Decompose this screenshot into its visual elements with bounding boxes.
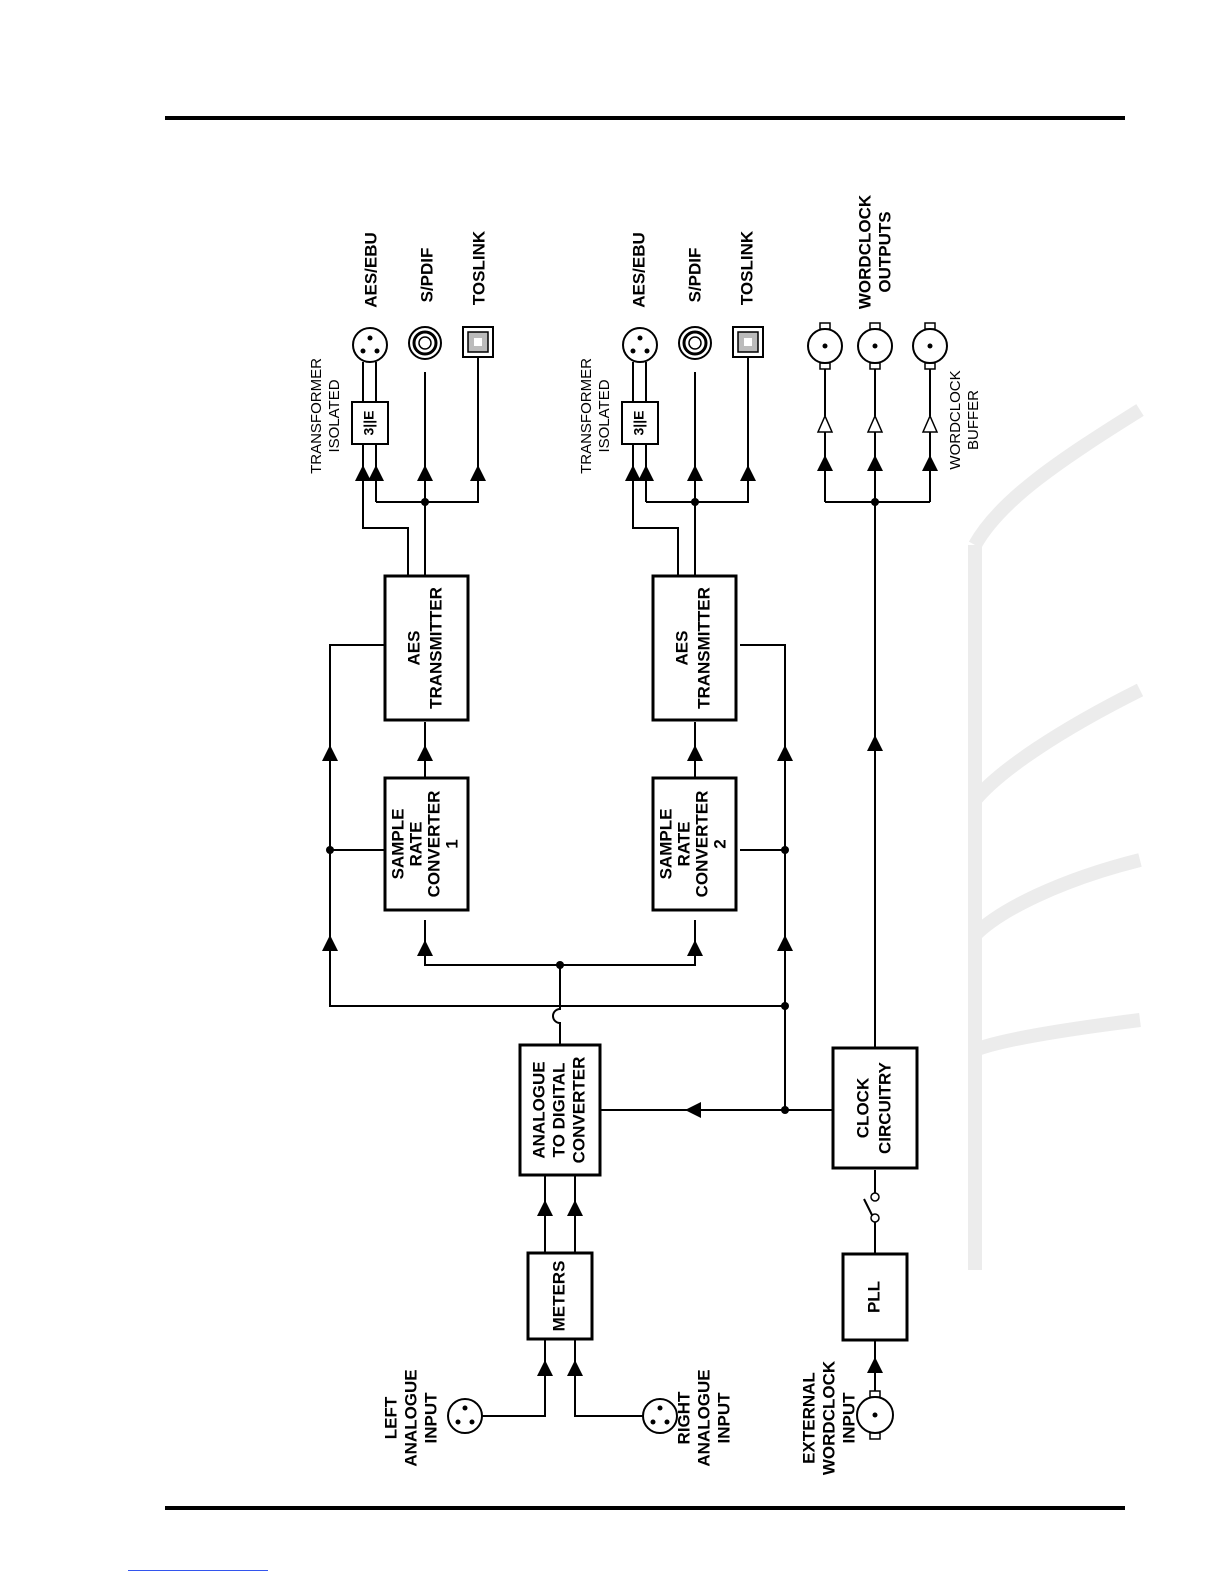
clock-label-2: CIRCUITRY	[875, 1061, 894, 1154]
aes-ebu-xlr-1-icon	[352, 327, 388, 363]
adc-label-3: CONVERTER	[569, 1057, 588, 1164]
pll-label: PLL	[864, 1281, 883, 1313]
transformer-isolated-label-1: TRANSFORMER ISOLATED	[308, 358, 343, 474]
adc-label-2: TO DIGITAL	[549, 1063, 568, 1158]
svg-text:INPUT: INPUT	[839, 1392, 858, 1444]
svg-text:3||E: 3||E	[631, 411, 647, 436]
aes-ebu-label-2: AES/EBU	[629, 232, 648, 308]
wordclock-buffer-icons	[816, 414, 939, 433]
svg-text:LEFT: LEFT	[381, 1396, 400, 1439]
src1-block: SAMPLE RATE CONVERTER 1	[383, 776, 470, 912]
adc-label-1: ANALOGUE	[529, 1061, 548, 1158]
svg-text:WORDCLOCK: WORDCLOCK	[947, 370, 964, 469]
switch-contact-bottom	[870, 1213, 880, 1223]
toslink-label-2: TOSLINK	[737, 230, 756, 305]
wordclock-output-bnc-3-icon	[912, 322, 948, 370]
src2-label-4: 2	[710, 839, 729, 848]
toslink-2-icon	[732, 326, 764, 358]
src2-block: SAMPLE RATE CONVERTER 2	[651, 776, 738, 912]
wires	[322, 356, 938, 1417]
svg-text:INPUT: INPUT	[714, 1392, 733, 1444]
aes-transmitter-1-block: AES TRANSMITTER	[383, 574, 470, 722]
src2-label-1: SAMPLE	[656, 809, 675, 880]
aes-transmitter-2-block: AES TRANSMITTER	[651, 574, 738, 722]
aes2-label-1: AES	[672, 631, 691, 666]
transformer-1: 3||E	[351, 401, 389, 445]
spdif-label-1: S/PDIF	[417, 248, 436, 303]
aes1-label-1: AES	[404, 631, 423, 666]
toslink-1-icon	[462, 326, 494, 358]
src1-label-3: CONVERTER	[424, 791, 443, 898]
adc-block: ANALOGUE TO DIGITAL CONVERTER	[518, 1043, 602, 1177]
spdif-rca-1-icon	[408, 326, 442, 360]
src2-label-3: CONVERTER	[692, 791, 711, 898]
external-wordclock-input-label: EXTERNAL WORDCLOCK INPUT	[799, 1360, 858, 1475]
svg-text:ANALOGUE: ANALOGUE	[694, 1369, 713, 1466]
svg-text:TRANSFORMER: TRANSFORMER	[308, 358, 325, 474]
pll-block: PLL	[841, 1252, 909, 1342]
footer-link-underline[interactable]	[128, 1570, 268, 1571]
src1-label-1: SAMPLE	[388, 809, 407, 880]
svg-text:INPUT: INPUT	[421, 1392, 440, 1444]
header-rule	[165, 116, 1125, 120]
toslink-label-1: TOSLINK	[469, 230, 488, 305]
wordclock-output-bnc-2-icon	[857, 322, 893, 370]
meters-block: METERS	[526, 1251, 594, 1341]
spdif-label-2: S/PDIF	[685, 248, 704, 303]
src1-label-2: RATE	[406, 821, 425, 866]
wordclock-outputs-label: WORDCLOCK OUTPUTS	[855, 194, 894, 309]
aes-ebu-label-1: AES/EBU	[361, 232, 380, 308]
clock-circuitry-block: CLOCK CIRCUITRY	[831, 1046, 919, 1170]
spdif-rca-2-icon	[678, 326, 712, 360]
left-analogue-input-label: LEFT ANALOGUE INPUT	[381, 1369, 440, 1466]
footer-rule	[165, 1506, 1125, 1510]
svg-text:BUFFER: BUFFER	[965, 390, 982, 450]
svg-text:OUTPUTS: OUTPUTS	[875, 211, 894, 292]
svg-text:EXTERNAL: EXTERNAL	[799, 1372, 818, 1464]
src2-label-2: RATE	[674, 821, 693, 866]
switch-contact-top	[870, 1192, 880, 1202]
svg-text:3||E: 3||E	[361, 411, 377, 436]
svg-text:ANALOGUE: ANALOGUE	[401, 1369, 420, 1466]
transformer-2: 3||E	[621, 401, 659, 445]
junction-dots	[326, 498, 879, 1114]
svg-text:ISOLATED: ISOLATED	[326, 379, 343, 452]
svg-text:ISOLATED: ISOLATED	[596, 379, 613, 452]
aes2-label-2: TRANSMITTER	[694, 587, 713, 709]
wordclock-buffer-label: WORDCLOCK BUFFER	[947, 370, 982, 469]
clock-label-1: CLOCK	[853, 1077, 872, 1138]
aes1-label-2: TRANSMITTER	[426, 587, 445, 709]
left-xlr-connector-icon	[447, 1398, 483, 1434]
right-analogue-input-label: RIGHT ANALOGUE INPUT	[674, 1369, 733, 1466]
right-xlr-connector-icon	[642, 1398, 678, 1434]
svg-text:TRANSFORMER: TRANSFORMER	[578, 358, 595, 474]
svg-text:RIGHT: RIGHT	[674, 1391, 693, 1445]
aes-ebu-xlr-2-icon	[622, 327, 658, 363]
meters-label: METERS	[549, 1261, 568, 1332]
svg-text:WORDCLOCK: WORDCLOCK	[855, 194, 874, 309]
src1-label-4: 1	[442, 839, 461, 848]
wordclock-output-bnc-1-icon	[807, 322, 843, 370]
svg-text:WORDCLOCK: WORDCLOCK	[819, 1360, 838, 1475]
watermark-arcs	[968, 404, 1144, 1270]
transformer-isolated-label-2: TRANSFORMER ISOLATED	[578, 358, 613, 474]
external-wordclock-bnc-icon	[856, 1390, 894, 1440]
